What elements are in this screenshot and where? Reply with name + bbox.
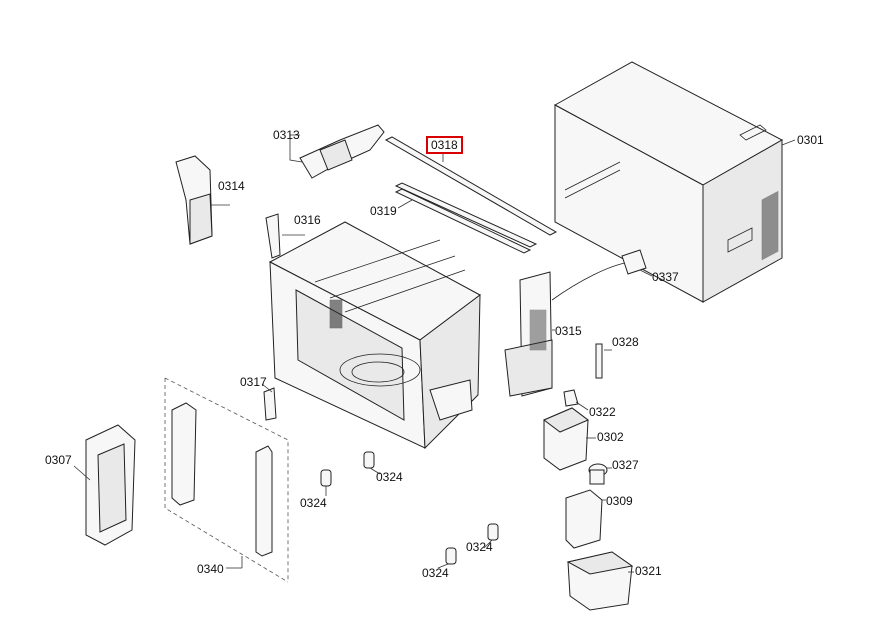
transformer-0302-part [543, 407, 596, 471]
label-0319: 0319 [370, 204, 397, 218]
label-0317: 0317 [240, 375, 267, 389]
label-0309: 0309 [606, 494, 633, 508]
label-0318-highlighted[interactable]: 0318 [426, 136, 463, 154]
door-frame-0340-part [164, 377, 289, 583]
foot-0324-center [363, 451, 381, 475]
panel-0315-part [504, 271, 555, 397]
label-0324-left: 0324 [300, 496, 327, 510]
label-0324-bottom-right: 0324 [466, 540, 493, 554]
capacitor-0327-part [588, 463, 612, 485]
power-cord-0337-part [551, 249, 653, 301]
bracket-0313-part [289, 124, 385, 179]
fan-cover-0309-part [565, 489, 606, 549]
foot-0324-bottom-right [483, 523, 499, 549]
label-0327: 0327 [612, 458, 639, 472]
bracket-0317-part [261, 383, 277, 421]
label-0324-bottom: 0324 [422, 566, 449, 580]
label-0307: 0307 [45, 453, 72, 467]
label-0328: 0328 [612, 335, 639, 349]
label-0340: 0340 [197, 562, 224, 576]
foot-0324-bottom [437, 547, 457, 569]
main-cavity-part [268, 221, 481, 450]
label-0301: 0301 [797, 133, 824, 147]
label-0302: 0302 [597, 430, 624, 444]
label-0315: 0315 [555, 324, 582, 338]
foot-0324-parts [320, 451, 499, 569]
foot-0324-left [320, 469, 332, 496]
label-0313: 0313 [273, 128, 300, 142]
outer-cabinet-part [553, 61, 796, 303]
label-0322: 0322 [589, 405, 616, 419]
label-0337: 0337 [652, 270, 679, 284]
label-0314: 0314 [218, 179, 245, 193]
sensor-0328-part [595, 343, 612, 379]
bracket-0316-part [265, 213, 305, 259]
fuse-0322-part [563, 389, 589, 411]
label-0324-center: 0324 [376, 470, 403, 484]
label-0316: 0316 [294, 213, 321, 227]
duct-0321-part [566, 551, 634, 611]
label-0321: 0321 [635, 564, 662, 578]
rod-0319-part [394, 182, 538, 254]
duct-0314-part [175, 155, 230, 245]
door-latch-0307-part [73, 424, 136, 546]
